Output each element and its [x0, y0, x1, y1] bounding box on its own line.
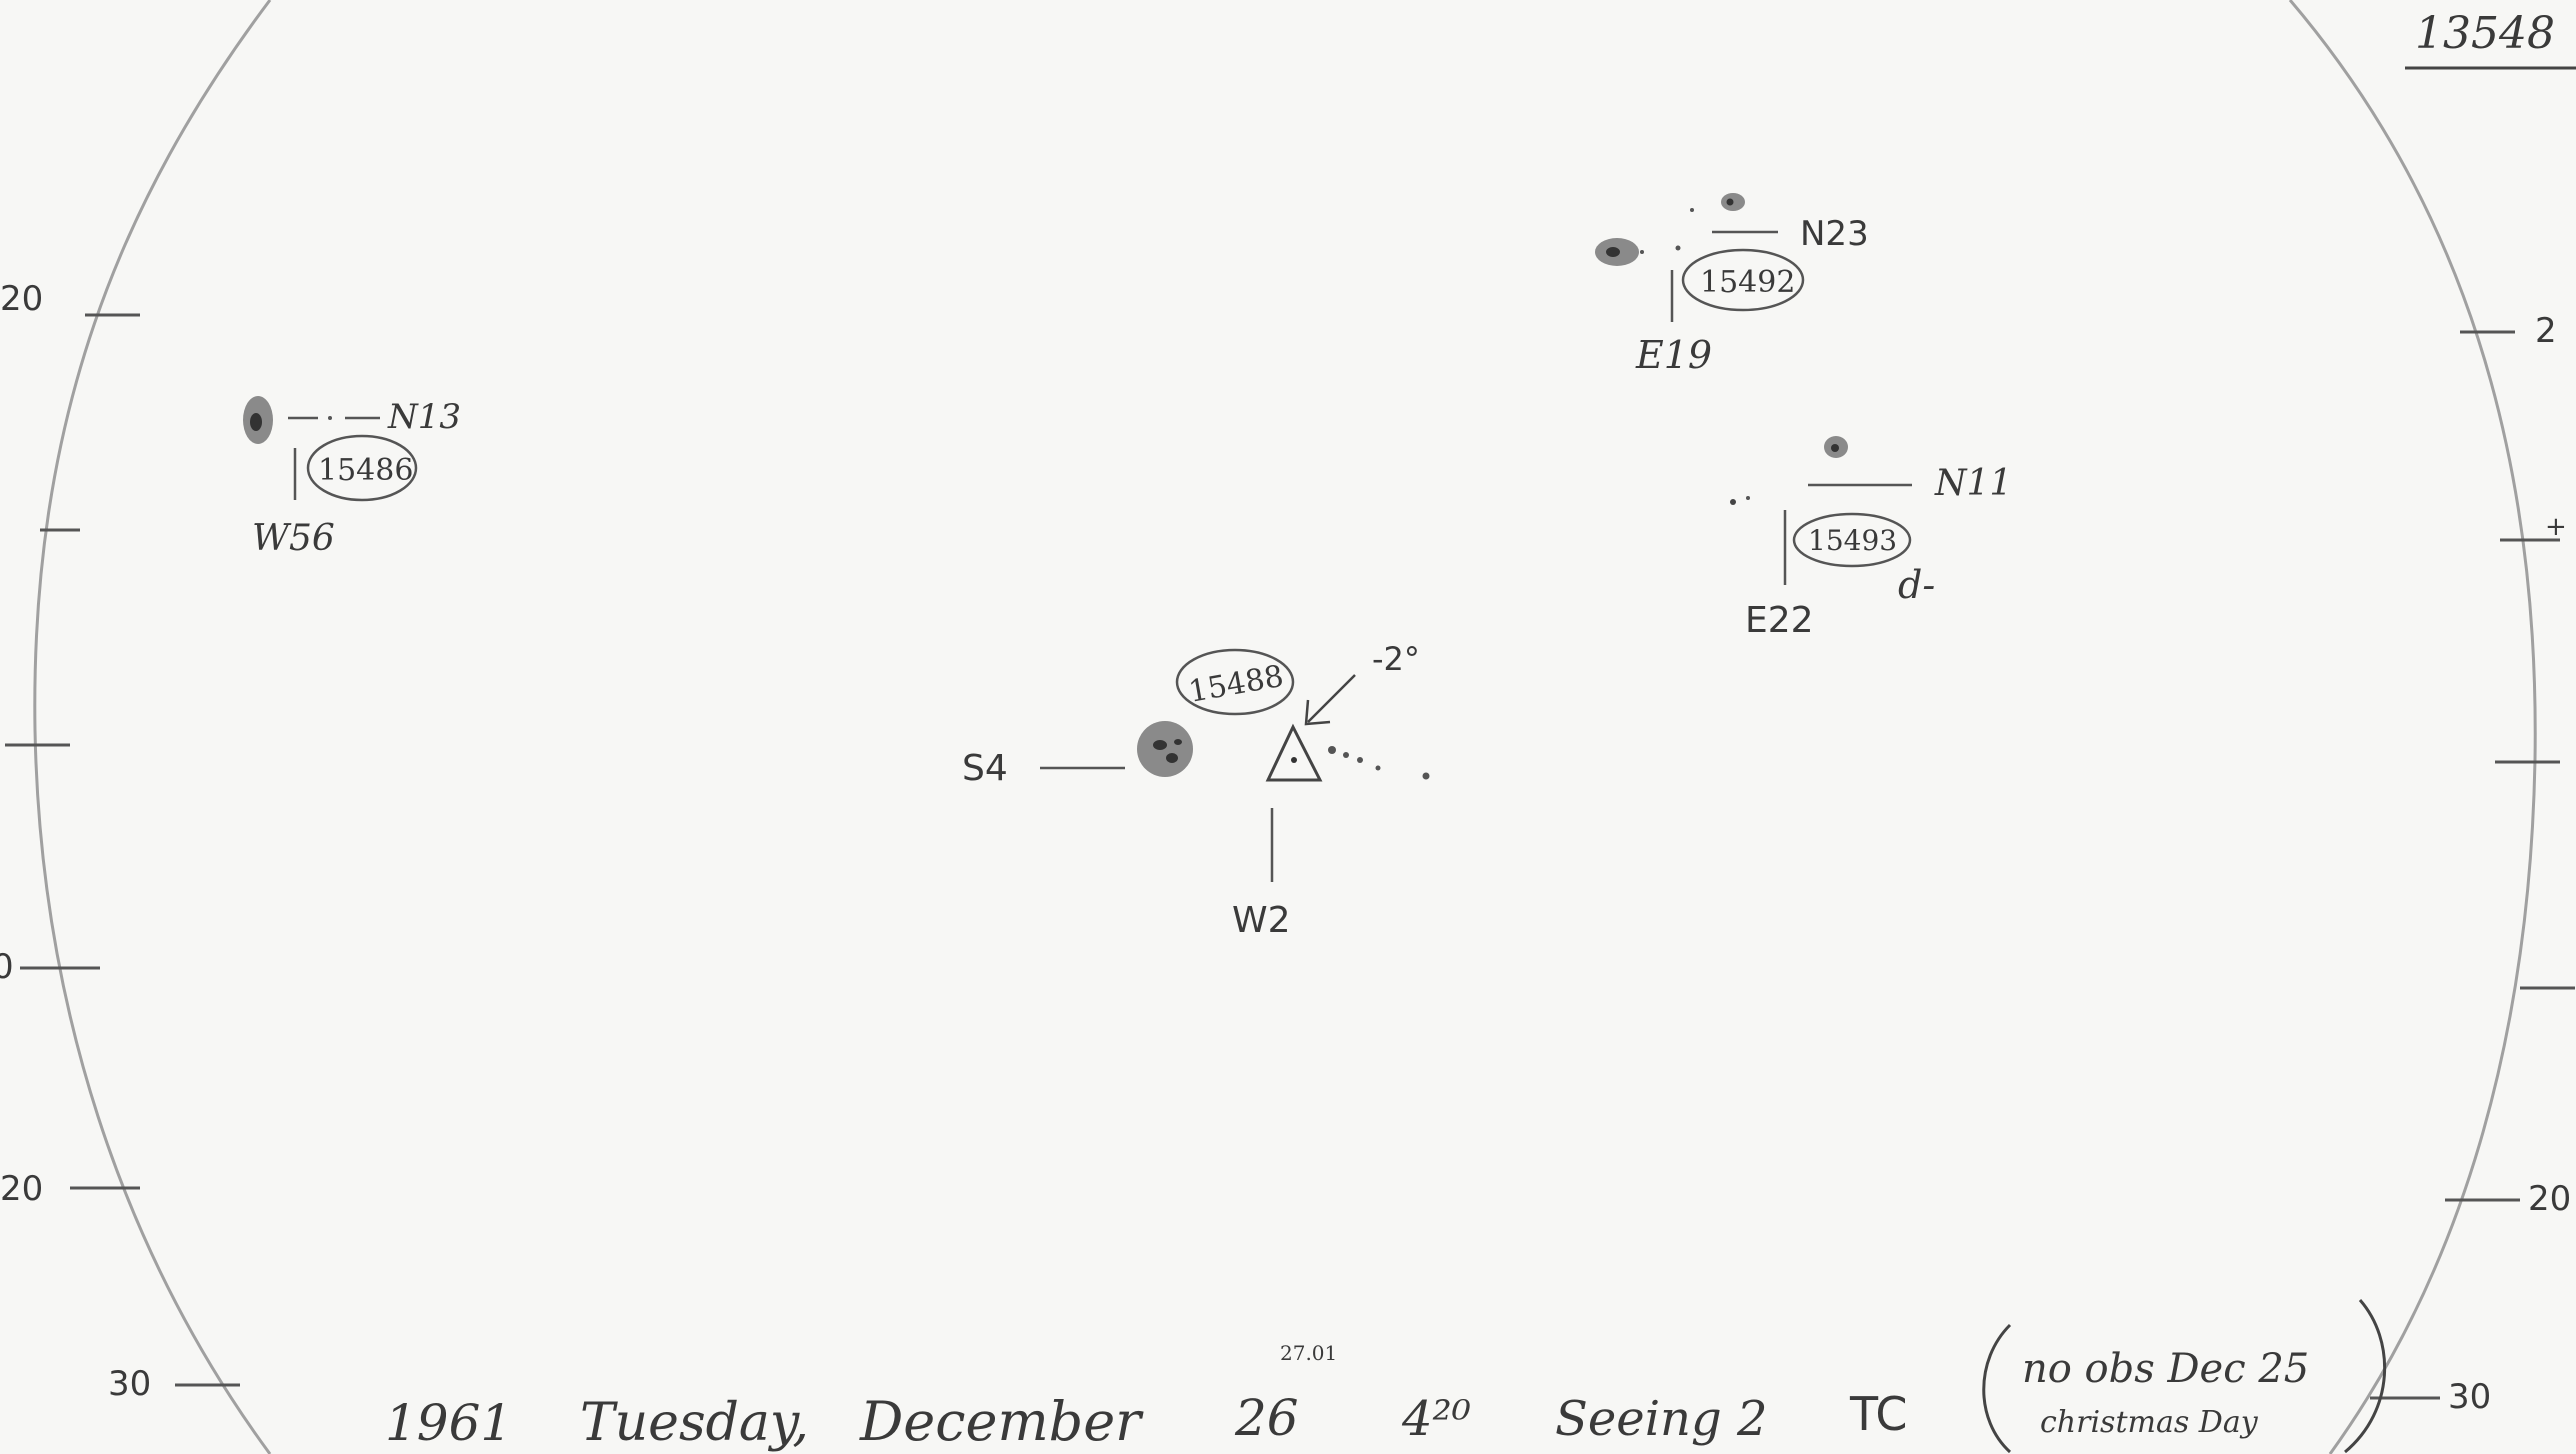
footer-observer: TC	[1849, 1387, 1908, 1441]
footer-weekday: Tuesday,	[580, 1393, 809, 1453]
region-lon-15486: W56	[252, 518, 335, 559]
region-15492: 15492 N23 E19	[1595, 193, 1869, 377]
right-scale-label-plus: +	[2545, 512, 2567, 542]
footer-caption: 1961 Tuesday, December 26 27.01 4²⁰ Seei…	[385, 1299, 2387, 1454]
region-number-15486: 15486	[318, 453, 413, 488]
direction-arrow	[1307, 674, 1356, 723]
solar-disk-right-arc	[2288, 0, 2537, 1454]
region-number-15492: 15492	[1700, 265, 1795, 300]
region-lon-15493: E22	[1745, 600, 1814, 641]
footer-day: 26	[1234, 1389, 1299, 1447]
footer-seeing: Seeing 2	[1555, 1391, 1767, 1447]
region-lon-15488: W2	[1232, 900, 1291, 941]
region-lat-15486: N13	[387, 397, 461, 437]
left-scale	[5, 313, 240, 1387]
footer-time: 4²⁰	[1401, 1391, 1471, 1447]
region-number-15488: 15488	[1186, 659, 1286, 710]
note-paren-right	[2344, 1299, 2387, 1454]
left-scale-label-mid: 0	[0, 947, 14, 987]
region-note-15488: -2°	[1372, 640, 1420, 678]
footer-year: 1961	[385, 1394, 512, 1452]
right-scale-label-bottom: 30	[2448, 1377, 2491, 1417]
left-scale-label-low: 20	[0, 1169, 43, 1209]
right-scale-label-top: 2	[2535, 311, 2557, 351]
region-lon-15492: E19	[1635, 333, 1712, 377]
left-scale-label-top: 20	[0, 279, 43, 319]
region-15488: 15488 -2° S4 W2	[962, 640, 1430, 941]
region-lat-15492: N23	[1800, 214, 1869, 254]
central-meridian-marker	[1265, 723, 1323, 782]
footer-month: December	[859, 1390, 1144, 1453]
region-15493: 15493 N11 E22 d-	[1730, 436, 2012, 641]
sheet-number: 13548	[2415, 8, 2555, 59]
footer-note-line1: no obs Dec 25	[2022, 1346, 2309, 1392]
region-lat-15488: S4	[962, 748, 1008, 789]
region-note-15493: d-	[1898, 563, 1935, 607]
footer-day-note: 27.01	[1280, 1341, 1337, 1365]
sunspot-15488-leader	[1137, 721, 1193, 777]
left-scale-label-bottom: 30	[108, 1364, 151, 1404]
note-paren-left	[1982, 1323, 2012, 1454]
region-15486: 15486 N13 W56	[243, 396, 461, 559]
sunspot-15486-umbra	[250, 413, 262, 431]
solar-disk-left-arc	[33, 0, 272, 1454]
right-scale-label-low: 20	[2528, 1179, 2571, 1219]
footer-note-line2: christmas Day	[2040, 1405, 2259, 1440]
region-lat-15493: N11	[1934, 463, 2012, 504]
right-scale	[2370, 330, 2575, 1400]
region-number-15493: 15493	[1808, 524, 1897, 557]
